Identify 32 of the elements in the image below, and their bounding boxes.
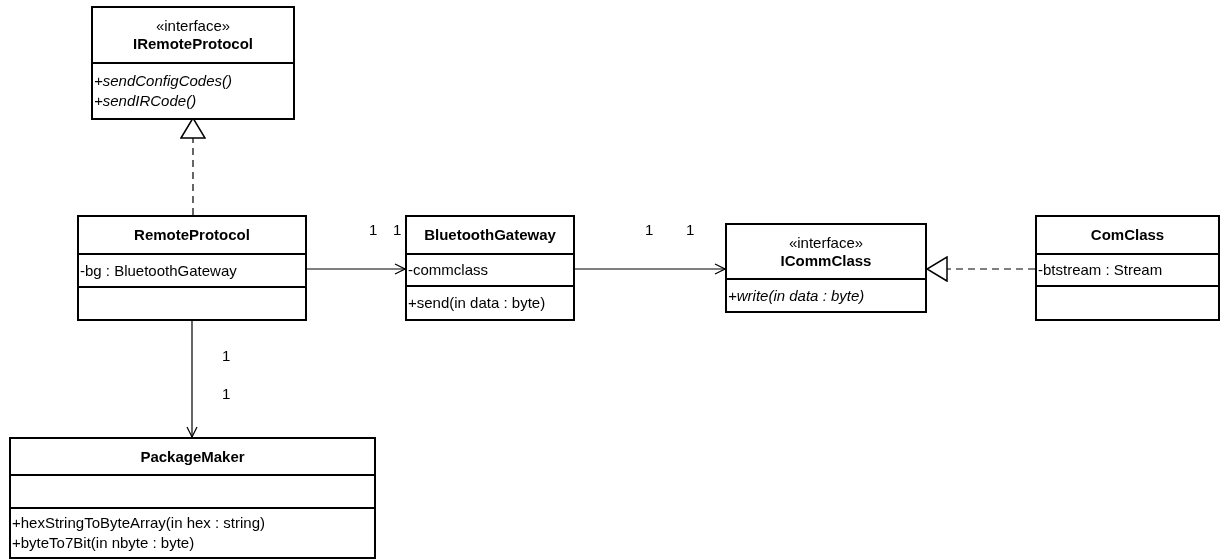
class-box	[91, 6, 295, 120]
class-member: -btstream : Stream	[1038, 260, 1164, 280]
class-member: -commclass	[408, 260, 489, 280]
realization-arrow	[926, 256, 1036, 282]
class-box	[77, 215, 307, 321]
stereotype-label: «interface»	[788, 233, 864, 252]
association-arrow	[306, 263, 406, 275]
multiplicity-label: 1	[222, 347, 231, 365]
class-box	[1035, 215, 1220, 321]
class-name: BluetoothGateway	[424, 226, 556, 244]
multiplicity-label: 1	[686, 221, 695, 239]
class-box	[9, 437, 376, 559]
stereotype-label: «interface»	[155, 17, 231, 35]
class-member: +byteTo7Bit(in nbyte : byte)	[12, 533, 196, 553]
class-box	[725, 223, 927, 313]
class-name: IRemoteProtocol	[133, 35, 253, 53]
class-member: +sendConfigCodes()	[94, 71, 233, 91]
multiplicity-label: 1	[222, 385, 231, 403]
association-arrow	[574, 263, 726, 275]
class-member: +sendIRCode()	[94, 91, 198, 111]
class-member: +write(in data : byte)	[728, 285, 866, 306]
class-name: ComClass	[1090, 226, 1165, 244]
class-member: +hexStringToByteArray(in hex : string)	[12, 513, 267, 533]
class-name: RemoteProtocol	[134, 226, 250, 244]
class-member: -bg : BluetoothGateway	[80, 260, 238, 281]
class-box	[405, 215, 575, 321]
class-member: +send(in data : byte)	[408, 293, 547, 313]
class-name: PackageMaker	[140, 447, 245, 466]
class-name: ICommClass	[780, 251, 872, 270]
multiplicity-label: 1	[369, 221, 378, 239]
multiplicity-label: 1	[393, 221, 402, 239]
multiplicity-label: 1	[645, 221, 654, 239]
